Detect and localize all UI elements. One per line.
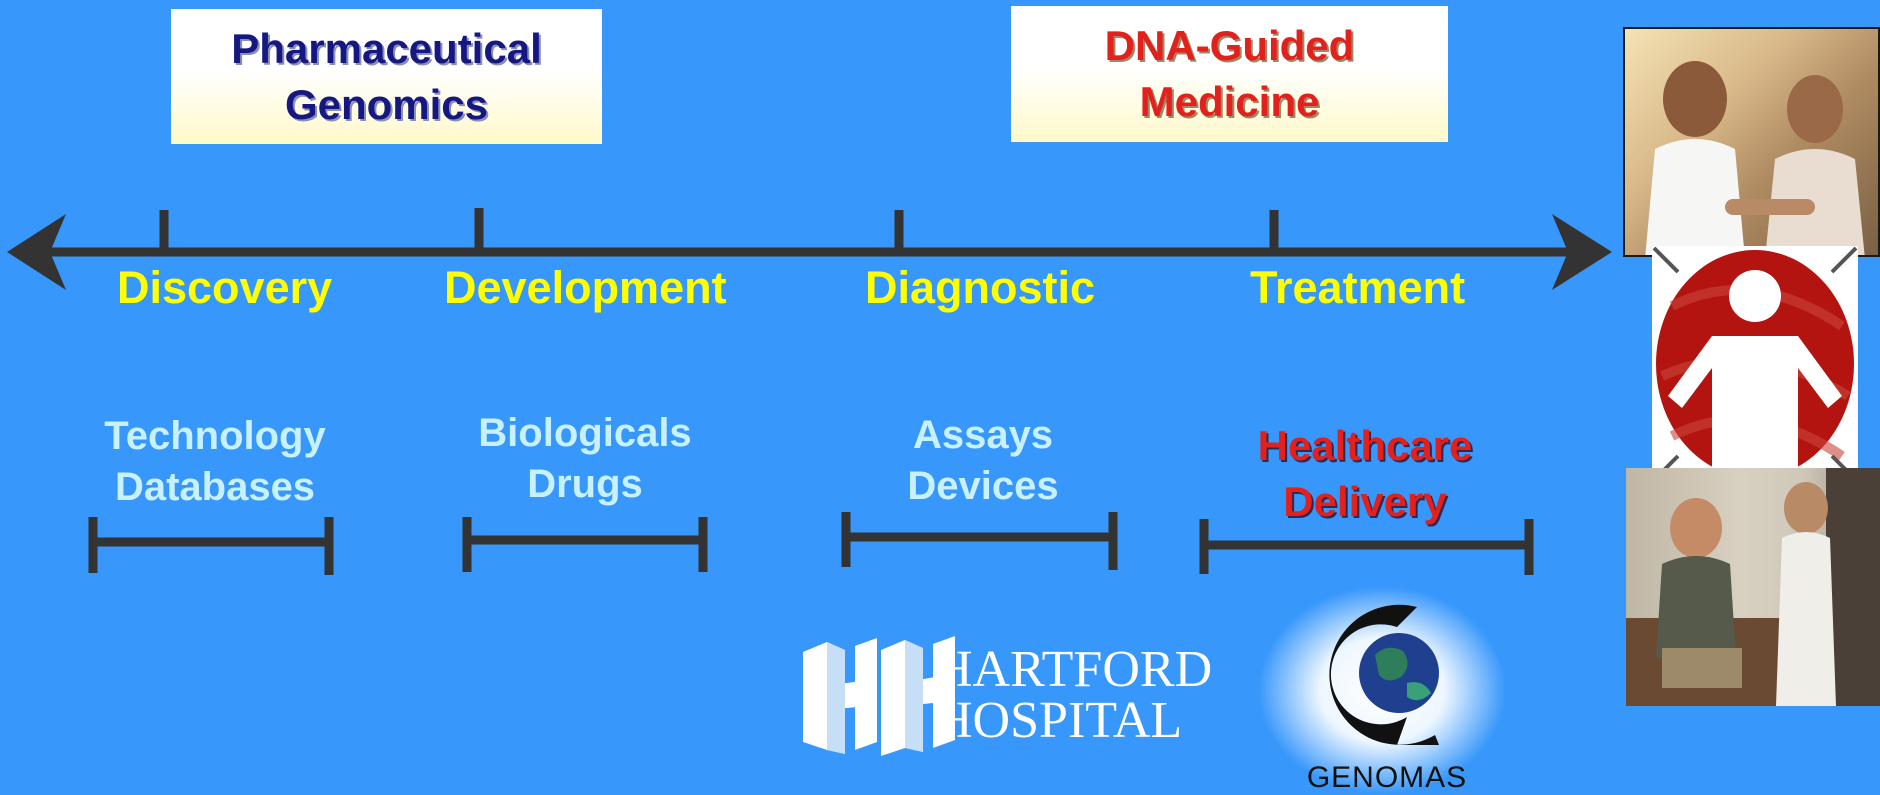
stage-development: Development bbox=[444, 262, 727, 313]
bracket-biologicals bbox=[462, 517, 708, 572]
human-figure-emblem-icon bbox=[1652, 246, 1858, 482]
stage-treatment: Treatment bbox=[1250, 262, 1466, 313]
dna-guided-medicine-line2: Medicine bbox=[1139, 78, 1320, 125]
dna-guided-medicine-box: DNA-Guided Medicine bbox=[1011, 6, 1448, 142]
genomas-logo: GENOMAS bbox=[1247, 585, 1517, 795]
hartford-logo-line2: HOSPITAL bbox=[935, 692, 1182, 749]
bracket-healthcare bbox=[1199, 519, 1534, 575]
substage-assays-line2: Devices bbox=[907, 464, 1059, 508]
axis-arrowhead-left bbox=[7, 214, 66, 290]
hartford-hospital-emblem-icon bbox=[803, 636, 955, 756]
substage-technology: Technology Databases bbox=[90, 411, 340, 513]
hartford-hospital-logo: HARTFORD HOSPITAL bbox=[797, 632, 1237, 762]
dna-guided-medicine-line1: DNA-Guided bbox=[1104, 22, 1355, 69]
bracket-technology bbox=[88, 517, 334, 575]
axis-arrowhead-right bbox=[1552, 214, 1612, 290]
substage-assays-line1: Assays bbox=[912, 413, 1054, 457]
hartford-logo-line1: HARTFORD bbox=[935, 641, 1212, 698]
substage-biologicals-line1: Biologicals bbox=[478, 411, 692, 455]
clinic-exam-photo bbox=[1626, 468, 1880, 706]
stage-diagnostic: Diagnostic bbox=[865, 262, 1096, 313]
genomas-logo-text: GENOMAS bbox=[1306, 761, 1468, 794]
pharmaceutical-genomics-line2: Genomics bbox=[284, 80, 489, 128]
pharmaceutical-genomics-box: Pharmaceutical Genomics bbox=[171, 9, 602, 144]
bracket-assays bbox=[841, 512, 1118, 570]
human-figure-emblem bbox=[1652, 246, 1858, 482]
stage-discovery: Discovery bbox=[117, 262, 333, 313]
pharmaceutical-genomics-line1: Pharmaceutical bbox=[231, 24, 542, 72]
substage-biologicals-line2: Drugs bbox=[527, 462, 643, 506]
substage-healthcare-line1: Healthcare bbox=[1257, 422, 1473, 469]
doctor-patient-photo bbox=[1623, 27, 1880, 257]
substage-healthcare: Healthcare Delivery bbox=[1215, 418, 1515, 530]
substage-assays: Assays Devices bbox=[868, 410, 1098, 512]
substage-technology-line2: Databases bbox=[114, 465, 316, 509]
substage-technology-line1: Technology bbox=[104, 414, 326, 458]
substage-biologicals: Biologicals Drugs bbox=[460, 408, 710, 510]
substage-healthcare-line2: Delivery bbox=[1283, 478, 1447, 525]
genomas-globe-icon bbox=[1329, 604, 1439, 745]
